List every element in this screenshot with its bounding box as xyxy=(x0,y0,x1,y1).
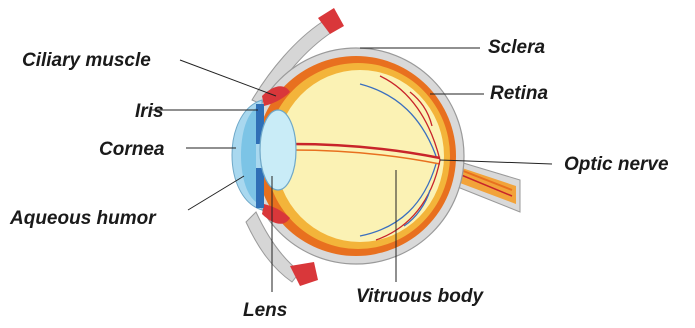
label-retina: Retina xyxy=(490,84,548,103)
label-vitreous-body: Vitruous body xyxy=(356,287,483,306)
label-ciliary-muscle: Ciliary muscle xyxy=(22,51,151,70)
vitreous-body-graphic xyxy=(276,70,444,242)
label-cornea: Cornea xyxy=(99,140,164,159)
lens-graphic xyxy=(260,110,296,190)
label-lens: Lens xyxy=(243,301,287,320)
label-optic-nerve: Optic nerve xyxy=(564,155,669,174)
label-iris: Iris xyxy=(135,102,164,121)
label-aqueous-humor: Aqueous humor xyxy=(10,209,156,228)
label-sclera: Sclera xyxy=(488,38,545,57)
